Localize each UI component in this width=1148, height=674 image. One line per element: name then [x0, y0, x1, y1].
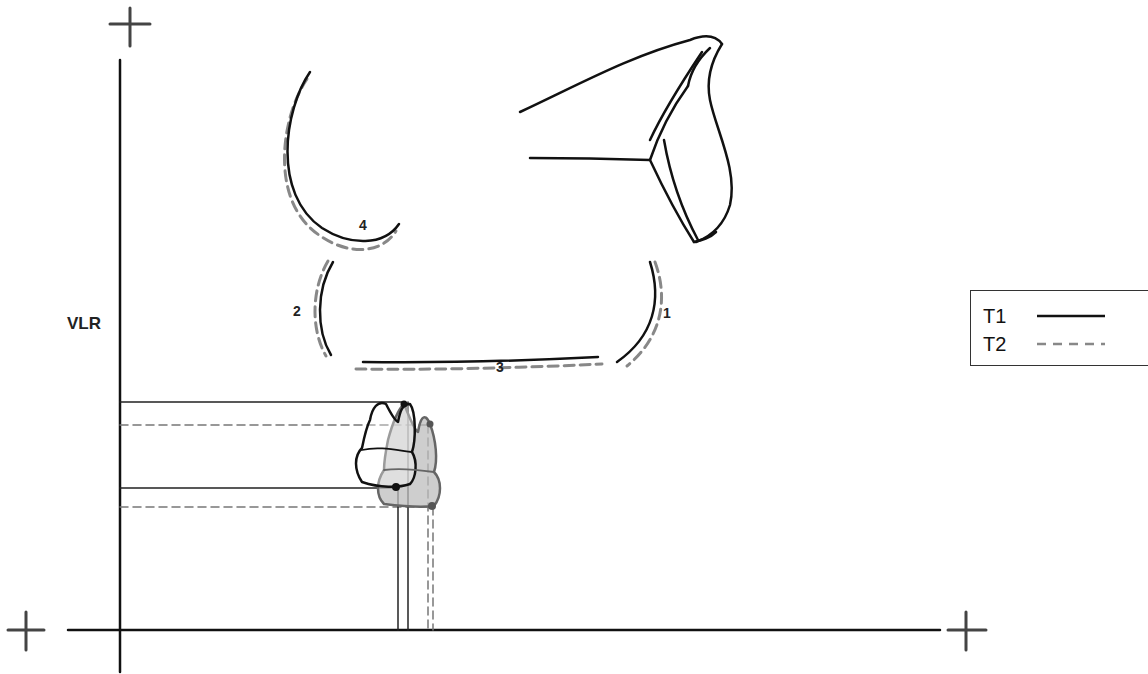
callout-number: 1: [663, 306, 671, 320]
legend-entry: T2: [983, 332, 1107, 356]
callout-number: 3: [496, 360, 504, 374]
legend-text: T2: [983, 333, 1035, 356]
legend-text: T1: [983, 305, 1035, 328]
projection-line: [120, 402, 433, 630]
callout-number: 4: [359, 218, 367, 232]
callout-number: 2: [293, 304, 301, 318]
legend-box: T1T2: [970, 290, 1148, 366]
axis-label: VLR: [67, 315, 101, 332]
registration-cross: [8, 8, 986, 650]
legend-entry: T1: [983, 304, 1107, 328]
legend-line-sample: [1035, 310, 1107, 322]
legend-line-sample: [1035, 338, 1107, 350]
reference-axis: [68, 60, 940, 672]
anatomic-outline: [520, 37, 732, 242]
